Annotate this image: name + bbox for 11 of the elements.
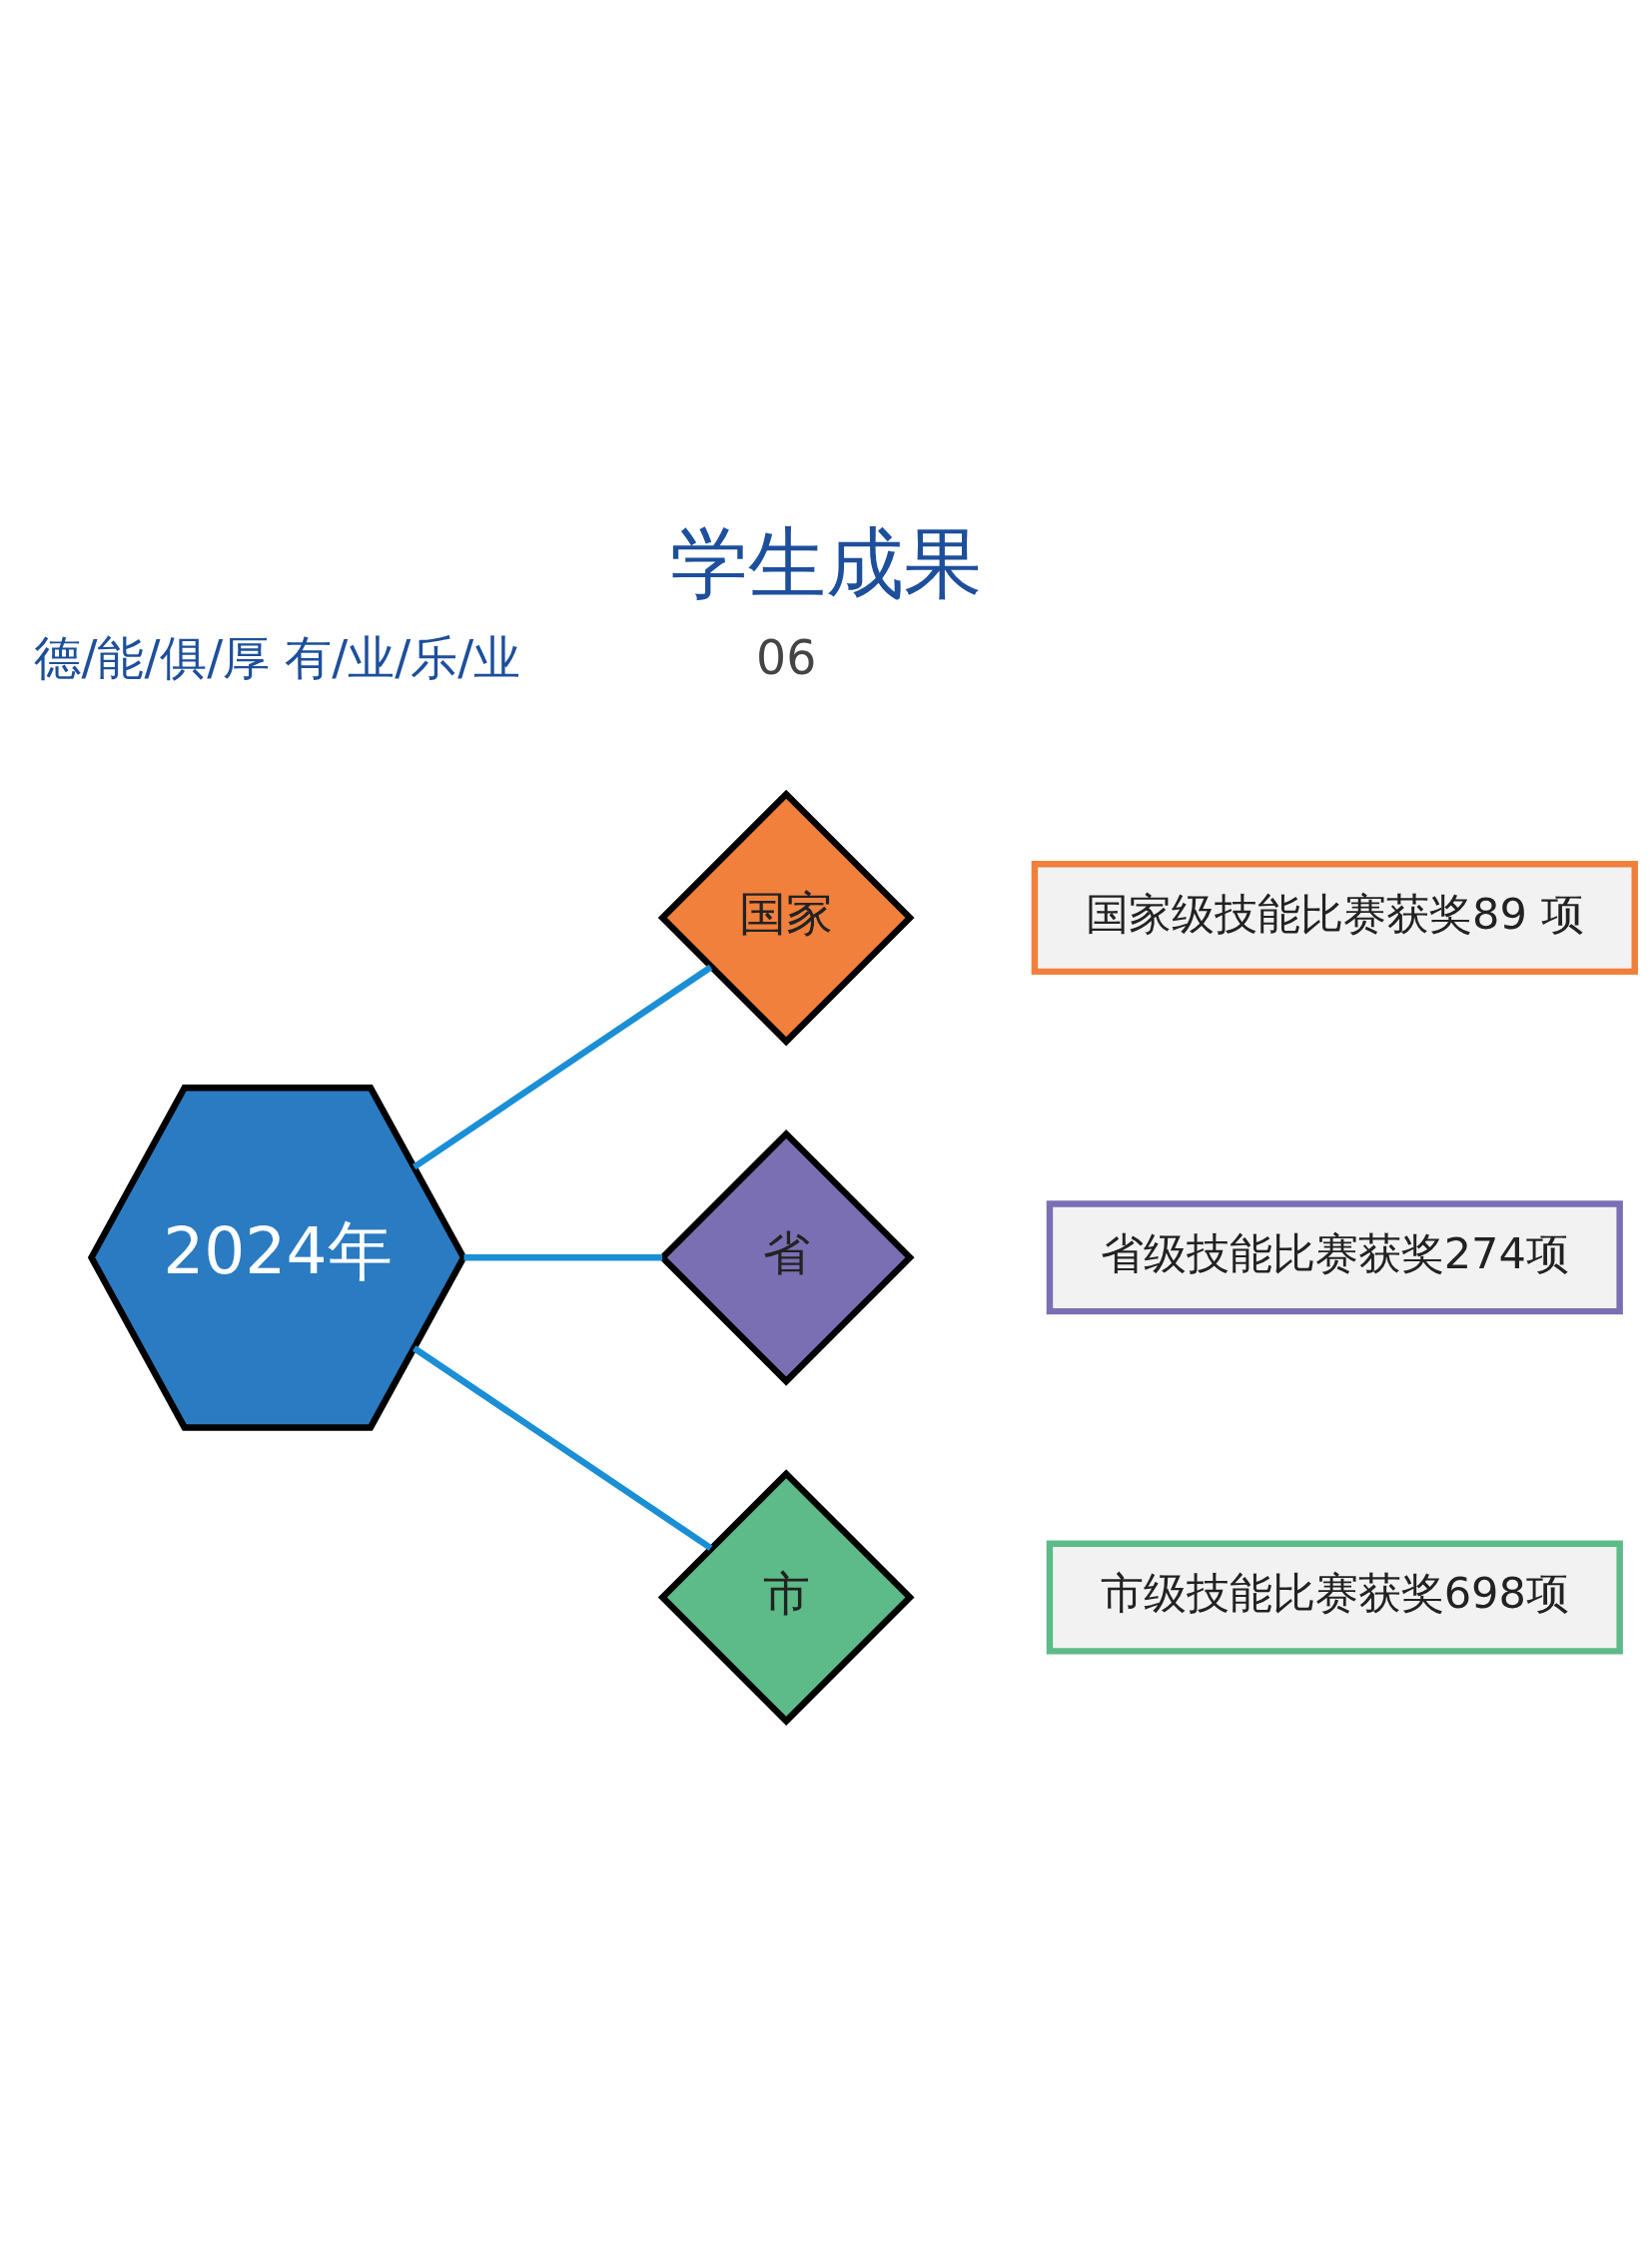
label: 德/能/俱/厚 有/业/乐/业	[34, 629, 521, 685]
node-box: 国家级技能比赛获奖89 项	[1031, 860, 1638, 976]
connector	[412, 1345, 713, 1551]
node-box: 市级技能比赛获奖698项	[1046, 1540, 1623, 1655]
label: 06	[756, 629, 817, 685]
node-box: 省级技能比赛获奖274项	[1046, 1200, 1623, 1315]
connector	[463, 1254, 663, 1261]
node-diamond: 市	[657, 1469, 915, 1726]
node-diamond: 国家	[657, 789, 915, 1047]
connector	[412, 964, 713, 1170]
diagram-title: 学生成果	[670, 518, 982, 609]
